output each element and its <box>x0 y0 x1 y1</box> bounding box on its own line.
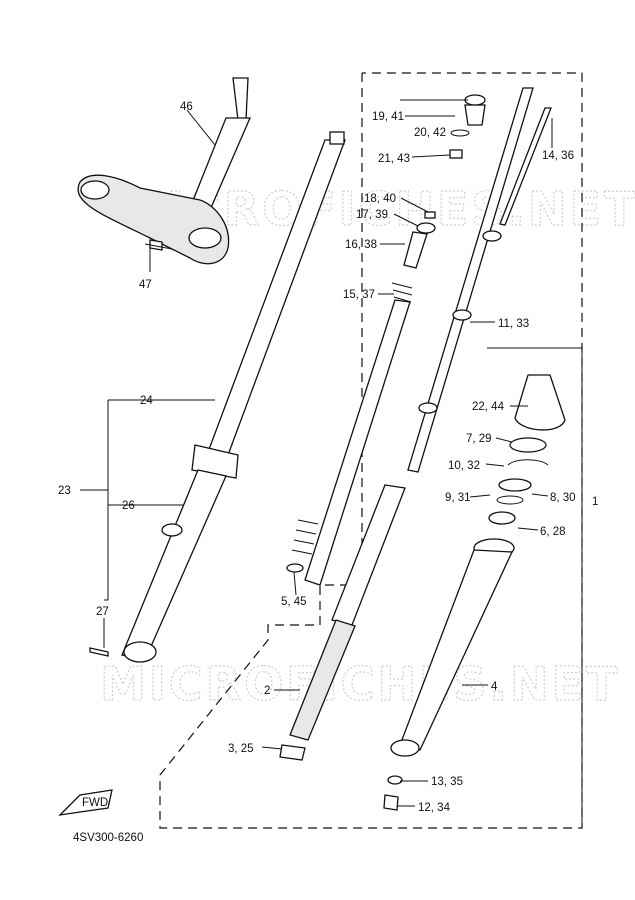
callout-15-37: 15, 37 <box>343 289 375 301</box>
callout-5-45: 5, 45 <box>281 596 307 608</box>
callout-12-34: 12, 34 <box>418 802 451 814</box>
callout-24: 24 <box>140 395 153 407</box>
callout-19-41: 19, 41 <box>372 111 404 123</box>
leader-lines <box>103 99 553 807</box>
callout-20-42: 20, 42 <box>414 127 446 139</box>
callout-46: 46 <box>180 101 193 113</box>
left-fork-leg <box>89 131 346 663</box>
callout-1: 1 <box>592 496 598 508</box>
callout-8-30: 8, 30 <box>550 492 576 504</box>
callout-10-32: 10, 32 <box>448 460 480 472</box>
callout-6-28: 6, 28 <box>540 526 566 538</box>
bracket-1 <box>487 347 583 828</box>
steering-stem-assembly <box>77 77 251 265</box>
cap-bolt-parts <box>403 94 486 269</box>
fwd-label: FWD <box>82 797 108 809</box>
callout-18-40: 18, 40 <box>364 193 396 205</box>
callout-23: 23 <box>58 485 71 497</box>
watermark-bottom: MICROFICHES.NET <box>100 657 620 711</box>
callout-14-36: 14, 36 <box>542 150 574 162</box>
bracket-23 <box>80 399 215 601</box>
callout-22-44: 22, 44 <box>472 401 505 413</box>
inner-tube <box>279 484 406 761</box>
diagram-code: 4SV300-6260 <box>73 832 143 844</box>
callout-11-33: 11, 33 <box>498 318 529 330</box>
fwd-arrow: FWD <box>58 789 113 816</box>
callout-2: 2 <box>264 685 270 697</box>
callout-17-39: 17, 39 <box>356 209 388 221</box>
callout-3-25: 3, 25 <box>228 743 254 755</box>
callout-9-31: 9, 31 <box>445 492 471 504</box>
callout-16-38: 16, 38 <box>345 239 377 251</box>
callout-21-43: 21, 43 <box>378 153 410 165</box>
callout-26: 26 <box>122 500 135 512</box>
callout-4: 4 <box>491 681 498 693</box>
callout-27: 27 <box>96 606 109 618</box>
callout-13-35: 13, 35 <box>431 776 463 788</box>
seals-and-clips <box>488 374 566 525</box>
callout-7-29: 7, 29 <box>466 433 492 445</box>
right-fork-leg <box>383 538 515 811</box>
fork-spring <box>286 282 413 586</box>
damper-rod <box>407 87 552 473</box>
callout-47: 47 <box>139 279 152 291</box>
